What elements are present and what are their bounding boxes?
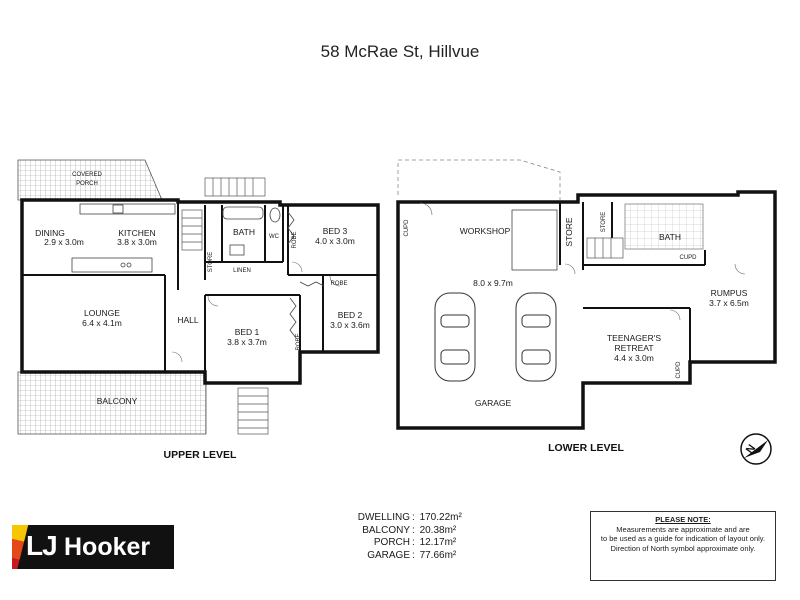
area-summary: DWELLING: 170.22m² BALCONY: 20.38m² PORC… bbox=[330, 512, 462, 562]
label-cupd-workshop: CUPD bbox=[404, 219, 410, 237]
garage-car-2 bbox=[515, 292, 557, 382]
dims-retreat: 4.4 x 3.0m bbox=[614, 353, 654, 363]
label-bed1: BED 1 bbox=[235, 327, 260, 337]
driveway-outline bbox=[397, 159, 561, 200]
area-label: DWELLING bbox=[357, 512, 410, 523]
note-line-3: Direction of North symbol approximate on… bbox=[610, 543, 756, 553]
lower-level-label: LOWER LEVEL bbox=[548, 442, 624, 454]
north-compass-icon: N bbox=[740, 433, 772, 465]
area-value: 20.38m² bbox=[419, 524, 457, 536]
label-garage: GARAGE bbox=[475, 398, 512, 408]
dims-lounge: 6.4 x 4.1m bbox=[82, 318, 122, 328]
area-label: GARAGE bbox=[367, 549, 410, 561]
note-heading: PLEASE NOTE: bbox=[655, 515, 711, 524]
porch-stairs bbox=[204, 177, 266, 197]
logo-name: Hooker bbox=[60, 525, 174, 569]
area-row-garage: GARAGE: 77.66m² bbox=[330, 550, 462, 563]
dims-bed1: 3.8 x 3.7m bbox=[227, 337, 267, 347]
label-store-upper: STORE bbox=[208, 252, 214, 273]
label-robe-bed3: ROBE bbox=[292, 231, 298, 248]
area-value: 12.17m² bbox=[419, 537, 457, 548]
dims-rumpus: 3.7 x 6.5m bbox=[709, 298, 749, 308]
robe-doors bbox=[287, 211, 325, 339]
plan-title: 58 McRae St, Hillvue bbox=[320, 42, 480, 61]
logo-lj-box: LJ bbox=[12, 525, 60, 569]
label-wc: WC bbox=[269, 234, 280, 240]
label-lounge: LOUNGE bbox=[84, 308, 120, 318]
upper-level-plan: COVERED PORCH DINING 2.9 x 3.0m KITCHEN … bbox=[17, 159, 380, 461]
upper-door-swings bbox=[171, 261, 341, 363]
logo-lj-text: LJ bbox=[26, 530, 58, 561]
upper-interior-walls bbox=[22, 202, 378, 383]
label-kitchen: KITCHEN bbox=[118, 228, 155, 238]
label-linen: LINEN bbox=[233, 268, 251, 274]
label-rumpus: RUMPUS bbox=[711, 288, 748, 298]
area-value: 77.66m² bbox=[419, 549, 457, 561]
label-bed3: BED 3 bbox=[323, 226, 348, 236]
label-robe-bed1: ROBE bbox=[296, 333, 302, 350]
garage-car-1 bbox=[434, 292, 476, 382]
disclaimer-note: PLEASE NOTE: Measurements are approximat… bbox=[590, 511, 776, 581]
balcony-area bbox=[17, 371, 207, 435]
area-label: PORCH bbox=[373, 537, 410, 548]
label-retreat: RETREAT bbox=[614, 343, 653, 353]
label-teenagers: TEENAGER'S bbox=[607, 333, 661, 343]
entry-stairs bbox=[237, 387, 269, 435]
label-bath-lower: BATH bbox=[659, 232, 681, 242]
label-cupd-bath: CUPD bbox=[679, 255, 697, 261]
label-store-lower-small: STORE bbox=[601, 212, 607, 233]
lower-stair bbox=[586, 237, 624, 259]
dims-kitchen: 3.8 x 3.0m bbox=[117, 237, 157, 247]
label-cupd-retreat: CUPD bbox=[676, 361, 682, 379]
label-workshop: WORKSHOP bbox=[460, 226, 511, 236]
dims-dining: 2.9 x 3.0m bbox=[44, 237, 84, 247]
kitchen-benches bbox=[71, 203, 176, 273]
covered-porch-area bbox=[17, 159, 163, 201]
area-row-porch: PORCH: 12.17m² bbox=[330, 537, 462, 550]
upper-level-label: UPPER LEVEL bbox=[164, 449, 238, 461]
label-hall: HALL bbox=[177, 315, 199, 325]
label-balcony: BALCONY bbox=[97, 396, 138, 406]
note-line-1: Measurements are approximate and are bbox=[616, 524, 750, 534]
note-line-2: to be used as a guide for indication of … bbox=[600, 534, 766, 543]
label-porch: PORCH bbox=[76, 181, 98, 187]
internal-stair bbox=[181, 209, 203, 251]
area-label: BALCONY bbox=[362, 524, 410, 536]
lower-door-swings bbox=[419, 202, 746, 321]
lower-outer-wall bbox=[396, 190, 777, 430]
label-robe-bed2: ROBE bbox=[330, 281, 347, 287]
label-covered: COVERED bbox=[72, 172, 102, 178]
dims-garage: 8.0 x 9.7m bbox=[473, 278, 513, 288]
workshop-bench bbox=[511, 209, 558, 271]
label-store-lower: STORE bbox=[564, 217, 574, 246]
label-dining: DINING bbox=[35, 228, 65, 238]
area-row-dwelling: DWELLING: 170.22m² bbox=[330, 512, 462, 525]
lower-interior-walls bbox=[559, 202, 706, 362]
dims-bed2: 3.0 x 3.6m bbox=[330, 320, 370, 330]
area-value: 170.22m² bbox=[419, 512, 462, 523]
label-bed2: BED 2 bbox=[338, 310, 363, 320]
dims-bed3: 4.0 x 3.0m bbox=[315, 236, 355, 246]
label-bath-upper: BATH bbox=[233, 227, 255, 237]
lower-bath-tiles bbox=[624, 203, 704, 250]
area-row-balcony: BALCONY: 20.38m² bbox=[330, 525, 462, 538]
lj-hooker-logo: LJ Hooker bbox=[12, 525, 174, 569]
upper-bath-fixtures bbox=[222, 206, 281, 256]
lower-level-plan: WORKSHOP 8.0 x 9.7m GARAGE STORE STORE B… bbox=[396, 159, 777, 454]
